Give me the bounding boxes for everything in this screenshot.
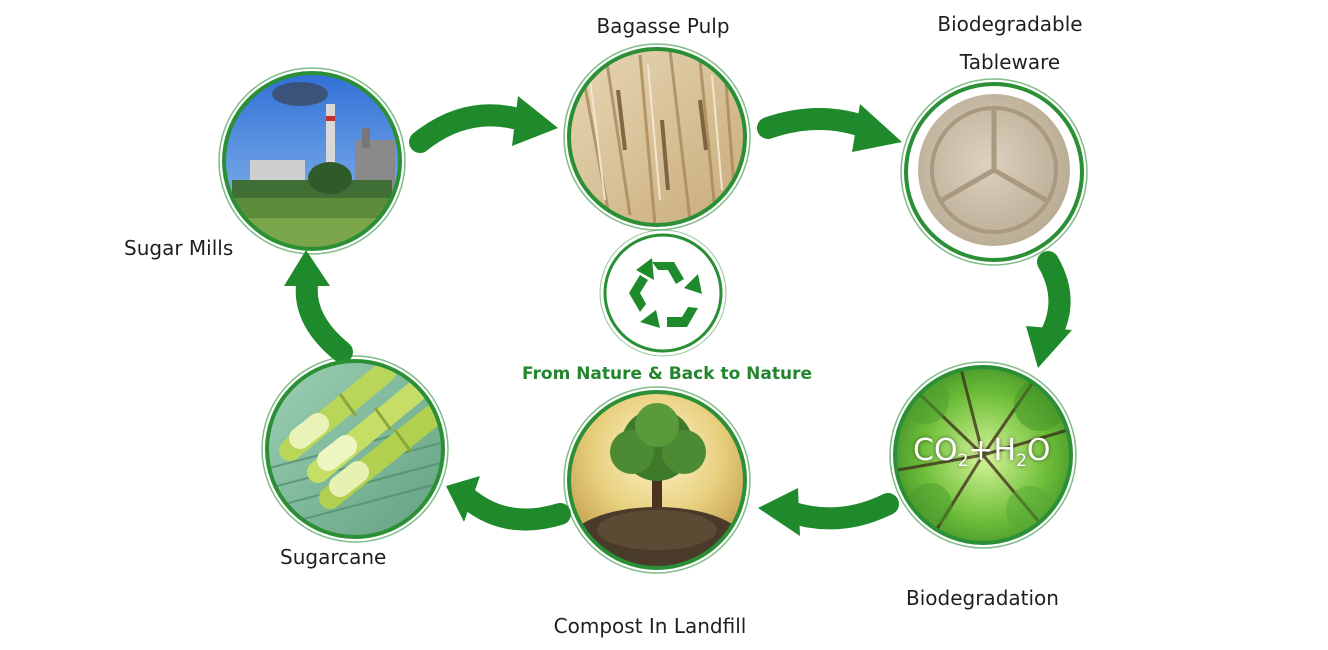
label-compost: Compost In Landfill: [553, 614, 747, 638]
arrow-compost-to-sugarcane: [446, 476, 571, 531]
bagasse-pulp-image: [563, 43, 751, 231]
co2-h2o-formula: CO2+H2O: [913, 433, 1051, 471]
label-biodegradation: Biodegradation: [906, 586, 1059, 610]
label-tableware-line1: Biodegradable: [937, 12, 1083, 36]
arrow-tableware-to-biodegradation: [1026, 251, 1072, 368]
label-sugar-mills: Sugar Mills: [124, 236, 234, 260]
label-sugarcane: Sugarcane: [280, 545, 387, 569]
arrow-mill-to-pulp: [409, 96, 558, 153]
biodegradation-forest-image: [889, 361, 1077, 549]
label-bagasse-pulp: Bagasse Pulp: [596, 14, 730, 38]
arrow-sugarcane-to-mill: [284, 250, 353, 363]
center-caption: From Nature & Back to Nature: [521, 364, 813, 384]
compost-tree-image: [563, 386, 751, 574]
arrow-biodegradation-to-compost: [758, 488, 899, 536]
sugarcane-image: [261, 355, 449, 543]
arrow-pulp-to-tableware: [757, 104, 902, 152]
label-tableware-line2: Tableware: [959, 50, 1061, 74]
recycle-icon: [599, 229, 727, 357]
sugar-mill-image: [218, 67, 406, 255]
tableware-plate-image: [900, 78, 1088, 266]
